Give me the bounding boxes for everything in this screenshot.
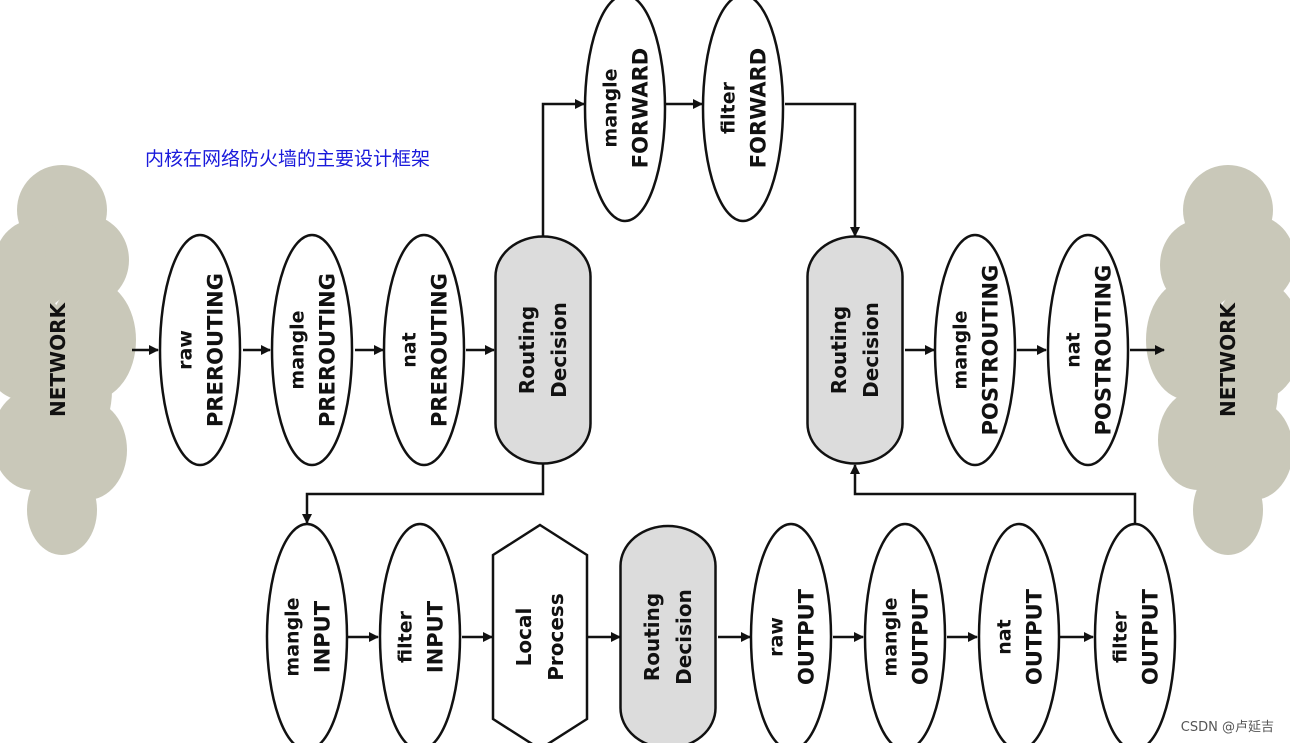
network-cloud-out: NETWORK bbox=[1146, 165, 1290, 555]
network-cloud-in-label: NETWORK bbox=[46, 302, 70, 418]
arrow-5 bbox=[541, 99, 585, 237]
arrow-19 bbox=[850, 464, 1137, 523]
arrow-11 bbox=[302, 463, 545, 524]
network-cloud-in: NETWORK bbox=[0, 165, 136, 555]
diagram-caption: 内核在网络防火墙的主要设计框架 bbox=[145, 148, 431, 170]
watermark: CSDN @卢延吉 bbox=[1180, 720, 1274, 735]
network-cloud-out-label: NETWORK bbox=[1216, 302, 1240, 418]
connectors bbox=[132, 99, 1165, 642]
arrow-7 bbox=[785, 102, 860, 237]
